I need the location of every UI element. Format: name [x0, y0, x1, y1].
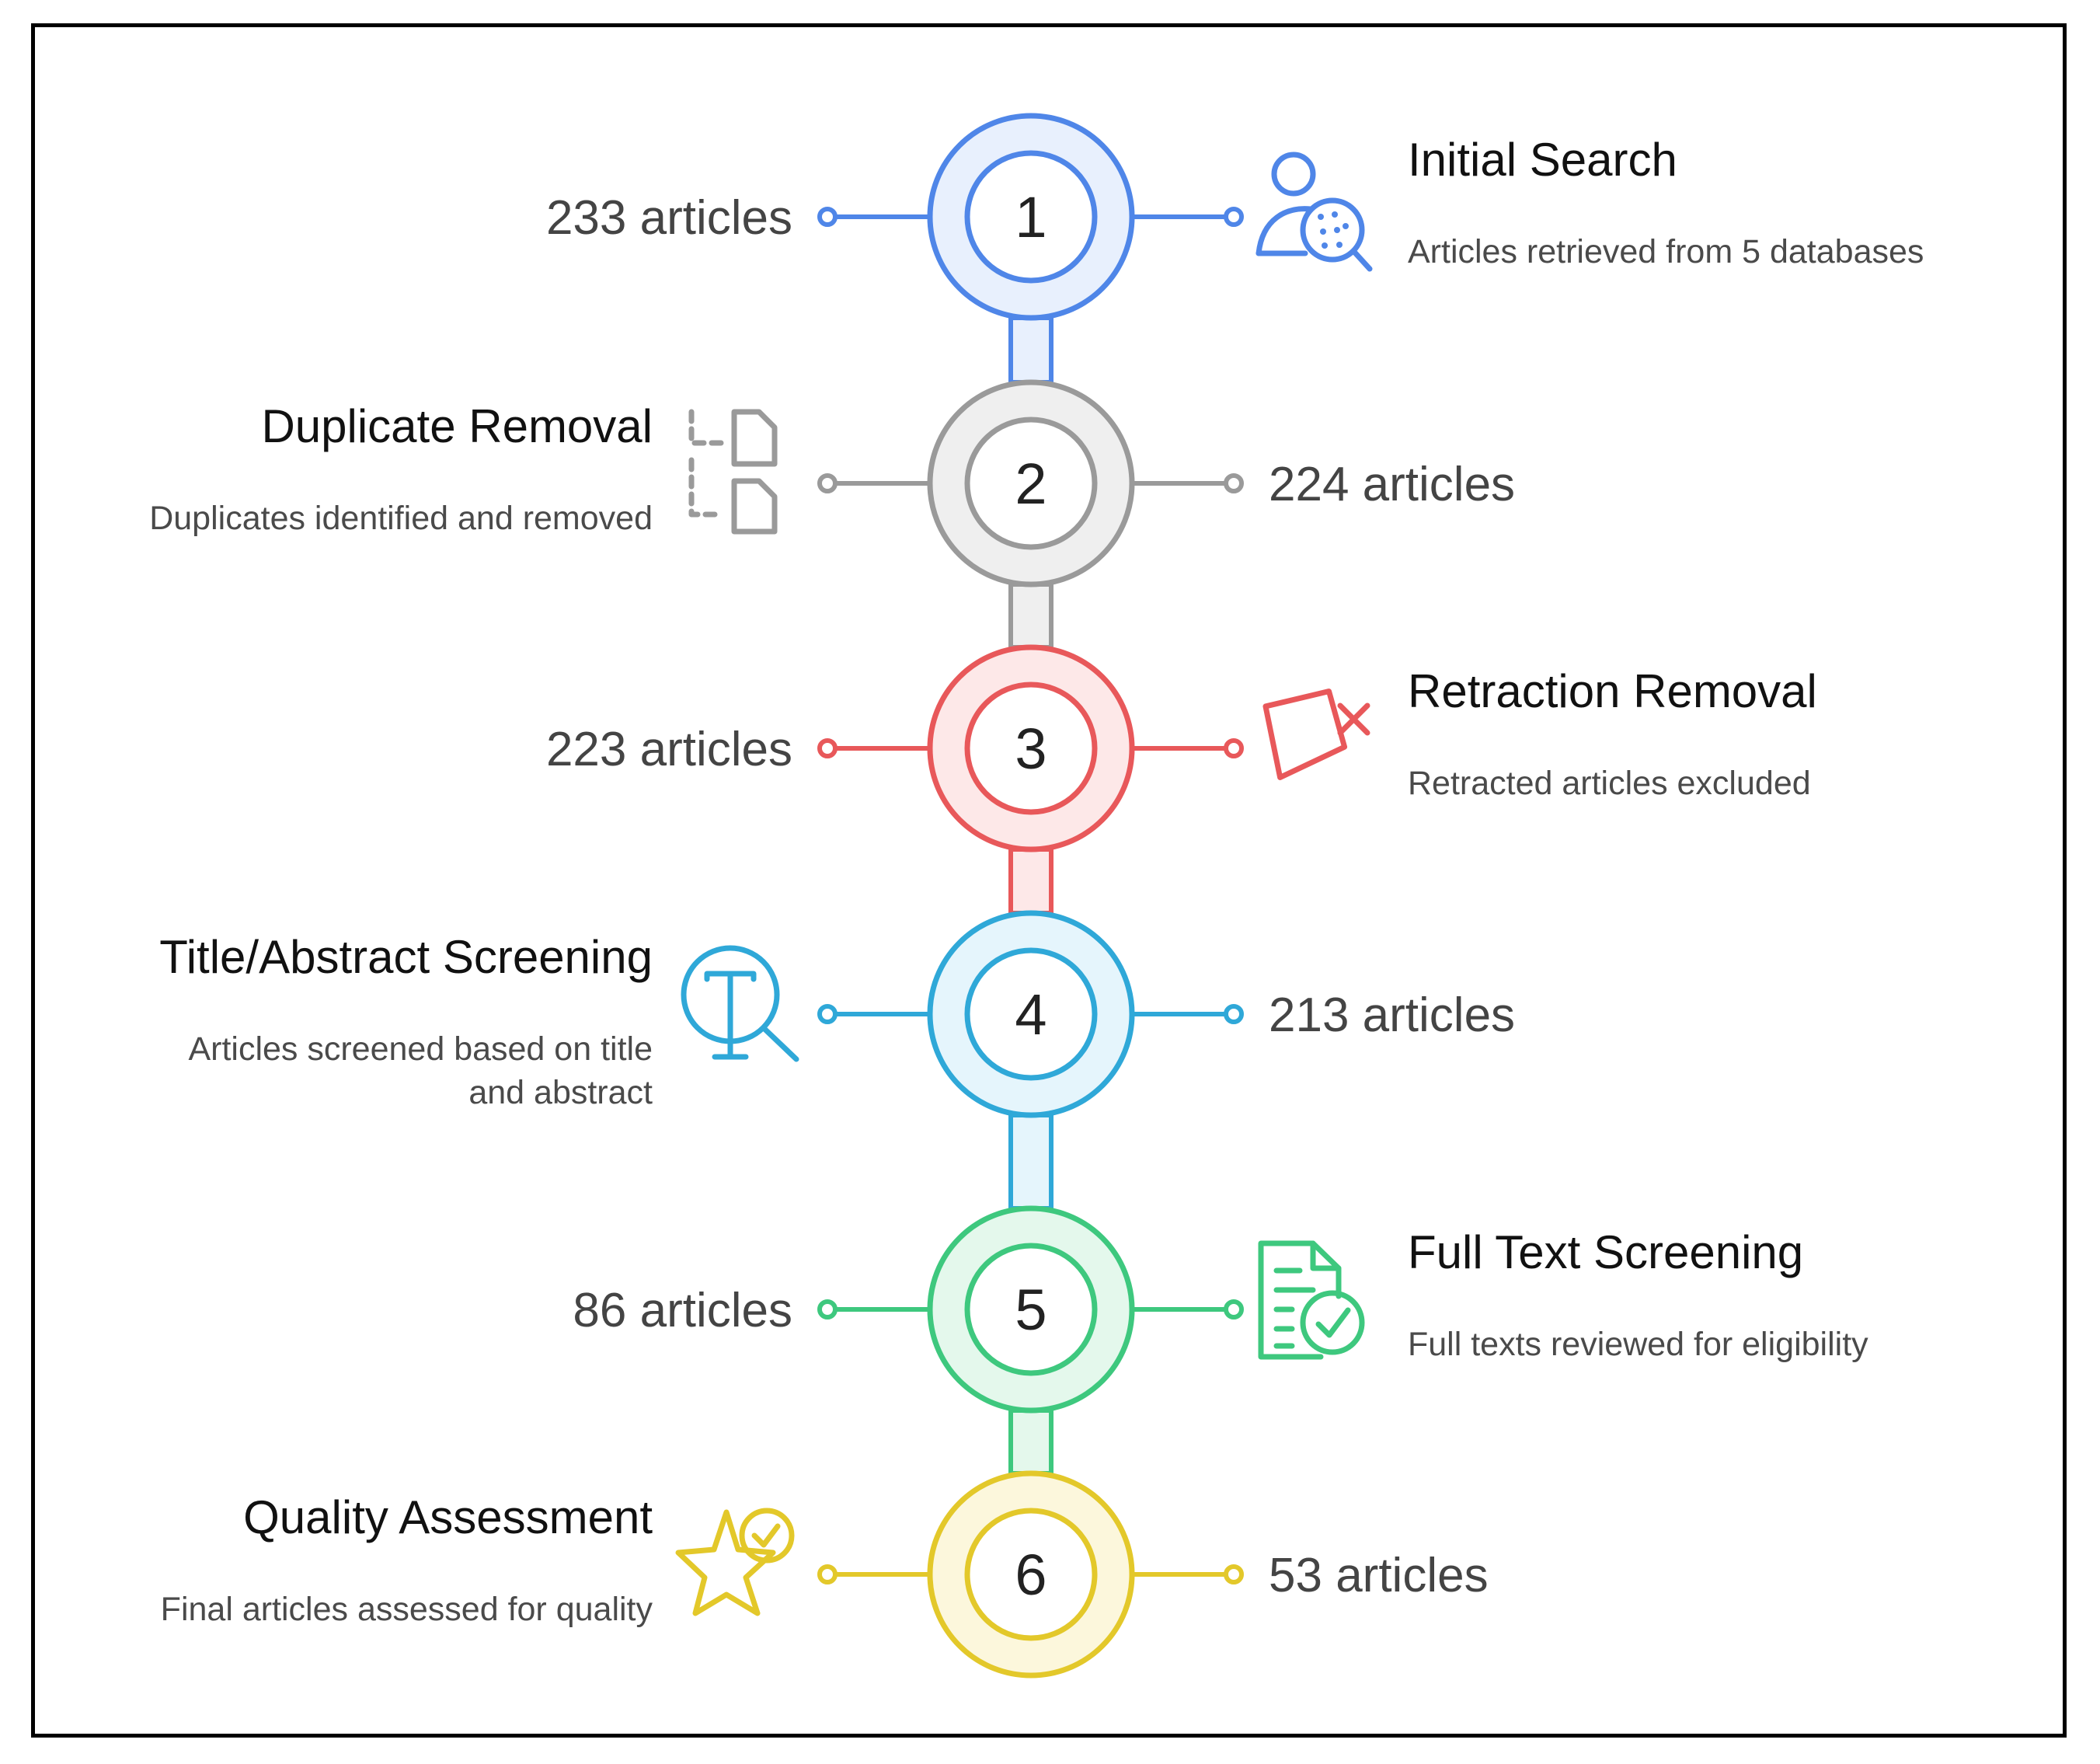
inner-ring [964, 150, 1098, 284]
step-description: and abstract [468, 1074, 653, 1111]
step-4: 4 213 articles Title/Abstract ScreeningArt… [159, 910, 1515, 1118]
step-number: 3 [1015, 716, 1047, 781]
step-number: 5 [1015, 1278, 1047, 1342]
step-description: Final articles assessed for quality [161, 1591, 653, 1628]
article-count: 233 articles [546, 191, 792, 245]
right-dot [1224, 1564, 1244, 1584]
article-count: 213 articles [1269, 988, 1515, 1042]
step-title: Quality Assessment [243, 1491, 653, 1543]
inner-ring [964, 1243, 1098, 1376]
inner-ring [964, 417, 1098, 550]
left-dot [817, 1564, 838, 1584]
article-count: 53 articles [1269, 1549, 1489, 1602]
step-number: 6 [1015, 1543, 1047, 1607]
retraction-x-icon [1262, 689, 1370, 780]
document-check-icon [1258, 1240, 1365, 1360]
step-title: Retraction Removal [1408, 665, 1817, 717]
step-description: Retracted articles excluded [1408, 765, 1811, 802]
inner-ring [964, 1508, 1098, 1641]
step-description: Duplicates identified and removed [149, 500, 653, 537]
connector-1-2 [1008, 315, 1053, 385]
step-number: 4 [1015, 982, 1047, 1047]
right-dot [1224, 207, 1244, 227]
connector-4-5 [1008, 1113, 1053, 1211]
left-dot [817, 207, 838, 227]
step-description: Articles retrieved from 5 databases [1408, 233, 1924, 270]
duplicate-files-icon [688, 409, 778, 535]
user-search-icon [1255, 152, 1373, 272]
step-description: Full texts reviewed for eligibility [1408, 1326, 1868, 1363]
right-dot [1224, 473, 1244, 493]
connector-2-3 [1008, 582, 1053, 650]
connector-3-4 [1008, 847, 1053, 915]
article-count: 223 articles [546, 723, 792, 776]
left-dot [817, 1004, 838, 1024]
right-dot [1224, 1299, 1244, 1320]
connector-5-6 [1008, 1408, 1053, 1476]
left-dot [817, 738, 838, 758]
step-title: Initial Search [1408, 134, 1677, 186]
left-dot [817, 473, 838, 493]
step-title: Title/Abstract Screening [159, 931, 653, 983]
article-count: 86 articles [573, 1284, 792, 1337]
step-title: Full Text Screening [1408, 1226, 1803, 1278]
step-number: 2 [1015, 451, 1047, 516]
right-dot [1224, 1004, 1244, 1024]
text-search-icon [681, 945, 799, 1062]
article-count: 224 articles [1269, 458, 1515, 511]
right-dot [1224, 738, 1244, 758]
step-2: 2 224 articles Duplicate RemovalDuplicates… [149, 379, 1515, 587]
left-dot [817, 1299, 838, 1320]
star-check-icon [675, 1508, 795, 1616]
step-description: Articles screened based on title [188, 1030, 653, 1068]
step-number: 1 [1015, 185, 1047, 249]
inner-ring [964, 947, 1098, 1081]
step-3: 3 223 articles Retraction RemovalRetracted… [546, 644, 1817, 852]
inner-ring [964, 682, 1098, 815]
step-title: Duplicate Removal [261, 400, 653, 452]
